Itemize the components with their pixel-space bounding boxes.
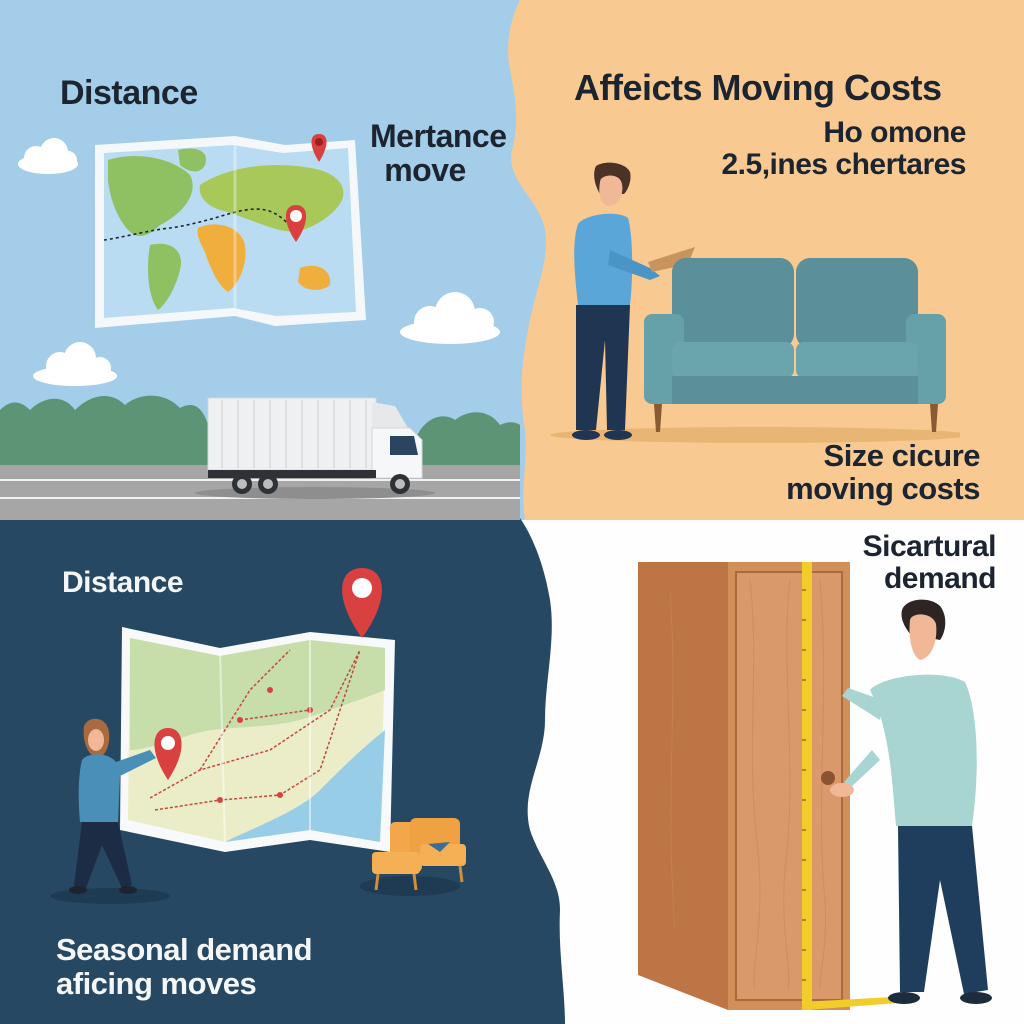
tape-measure-icon xyxy=(802,562,912,1010)
panel-title-distance: Distance xyxy=(60,74,198,112)
wardrobe-icon xyxy=(638,562,850,1010)
cloud-icon xyxy=(18,138,500,386)
panel-title-affects-moving-costs: Affeicts Moving Costs xyxy=(574,67,942,108)
subtitle-line-1: Ho omone xyxy=(823,116,966,149)
person-holding-map-icon xyxy=(69,718,156,894)
title-line-2: demand xyxy=(883,562,997,595)
panel-title-structural-demand: Sicartural demand xyxy=(862,530,997,595)
distance-scene-illustration xyxy=(0,134,520,520)
caption-line-1: Size cicure xyxy=(823,438,981,473)
caption-line-1: Seasonal demand xyxy=(56,932,313,967)
map-pin-icon xyxy=(311,134,327,162)
moving-truck-icon xyxy=(195,397,435,499)
armchair-icon xyxy=(372,818,466,891)
panel-caption-size: Size cicure moving costs xyxy=(786,440,980,504)
size-scene-illustration xyxy=(550,162,960,443)
trees-icon xyxy=(0,395,520,465)
title-line-1: Sicartural xyxy=(862,530,997,563)
map-pin-icon xyxy=(285,205,307,242)
person-measuring-icon xyxy=(830,599,992,1004)
caption-line-2: move xyxy=(384,152,466,188)
panel-caption-seasonal-demand: Seasonal demand aficing moves xyxy=(56,932,313,1001)
sofa-icon xyxy=(644,258,946,432)
panel-subtitle: Ho omone 2.5,ines chertares xyxy=(722,118,967,180)
subtitle-line-2: 2.5,ines chertares xyxy=(721,148,967,181)
panel-title-distance-2: Distance xyxy=(62,566,184,599)
caption-line-2: moving costs xyxy=(786,471,980,506)
world-map-icon xyxy=(95,136,366,328)
measuring-scene-illustration xyxy=(638,562,992,1010)
route-map-scene-illustration xyxy=(50,568,466,904)
person-with-laptop-icon xyxy=(572,162,695,440)
route-map-icon xyxy=(120,627,395,852)
map-pin-icon xyxy=(154,728,182,780)
map-pin-icon xyxy=(342,568,382,638)
caption-line-2: aficing moves xyxy=(56,966,257,1001)
